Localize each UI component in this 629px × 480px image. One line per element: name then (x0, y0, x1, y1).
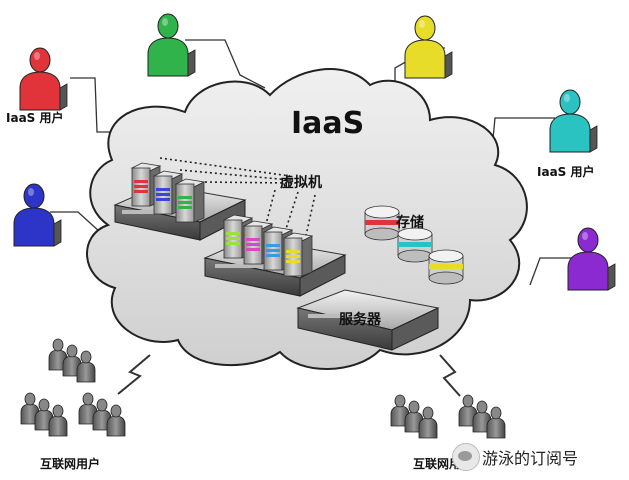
gray-user-icon (404, 400, 424, 433)
gray-user-icon (418, 406, 438, 439)
gray-user-icon (92, 398, 112, 431)
vm-tower-green (174, 178, 206, 223)
gray-user-icon (76, 350, 96, 383)
internet-users-cluster-top-left (48, 338, 96, 383)
vm-label: 虚拟机 (280, 175, 322, 191)
vm-pointer-lines (159, 157, 316, 241)
internet-users-cluster-right-a (390, 394, 438, 439)
gray-user-icon (78, 392, 98, 425)
gray-user-icon (20, 392, 40, 425)
internet-users-cluster-bottom-left (20, 392, 68, 437)
internet-users-cluster-right-b (458, 394, 506, 439)
lightning-right (439, 354, 461, 397)
purple-user-icon (567, 227, 616, 291)
iaas-user-label-left: IaaS 用户 (6, 111, 64, 125)
green-user-icon (147, 13, 196, 77)
gray-user-icon (106, 404, 126, 437)
gray-user-icon (472, 400, 492, 433)
internet-user-label-left: 互联网用户 (40, 457, 101, 471)
yellow-user-icon (404, 15, 453, 79)
cloud-title: IaaS (291, 106, 365, 141)
lightning-left (117, 354, 151, 395)
blue-user-icon (13, 183, 62, 247)
iaas-users (13, 13, 616, 291)
disk-cyan (397, 227, 433, 263)
iaas-user-label-right: IaaS 用户 (537, 165, 595, 179)
server-rack-3 (296, 289, 440, 351)
cyan-user-icon (549, 89, 598, 153)
internet-users-cluster-bottom-mid (78, 392, 126, 437)
red-user-icon (19, 47, 68, 111)
gray-user-icon (390, 394, 410, 427)
server-label: 服务器 (339, 312, 381, 328)
vm-tower-yellow (282, 232, 314, 277)
vm-towers-2 (222, 214, 314, 277)
gray-user-icon (458, 394, 478, 427)
vm-towers-1 (130, 162, 206, 223)
disk-red (364, 205, 400, 241)
gray-user-icon (62, 344, 82, 377)
storage-disks (364, 205, 464, 285)
gray-user-icon (48, 338, 68, 371)
storage-label: 存储 (396, 215, 424, 231)
gray-user-icon (486, 406, 506, 439)
internet-users (20, 338, 506, 439)
gray-user-icon (34, 398, 54, 431)
wechat-icon (452, 443, 480, 471)
gray-user-icon (48, 404, 68, 437)
disk-yellow (428, 249, 464, 285)
iaas-cloud (86, 68, 528, 370)
watermark: 游泳的订阅号 (452, 440, 622, 472)
watermark-text: 游泳的订阅号 (482, 449, 579, 468)
